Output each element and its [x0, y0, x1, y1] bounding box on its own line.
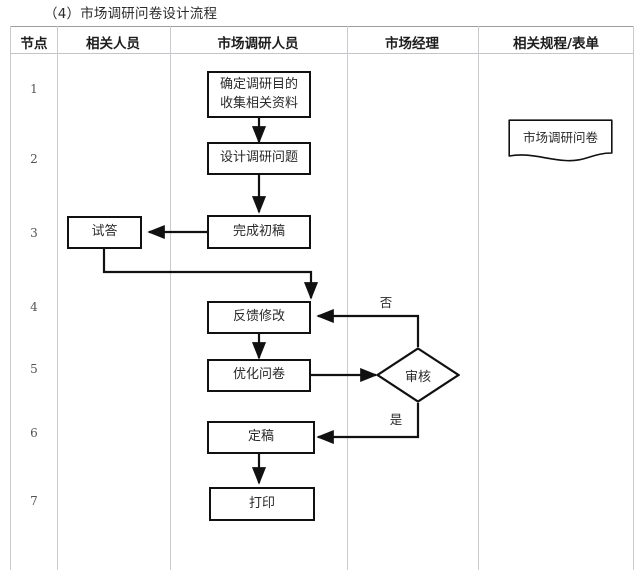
- process-box-design-questions[interactable]: 设计调研问题: [207, 142, 311, 175]
- process-box-define-objective[interactable]: 确定调研目的 收集相关资料: [207, 71, 311, 118]
- node-number-3: 3: [30, 226, 38, 240]
- process-text: 定稿: [247, 429, 274, 445]
- process-box-feedback-revise[interactable]: 反馈修改: [207, 301, 311, 334]
- page-title: （4）市场调研问卷设计流程: [44, 6, 218, 22]
- grid-line-4: [478, 26, 479, 570]
- column-header-docs: 相关规程/表单: [513, 36, 599, 52]
- process-text-line-1: 确定调研目的: [219, 76, 298, 92]
- process-box-trial-answer[interactable]: 试答: [67, 216, 142, 249]
- table-top-border: [10, 26, 634, 27]
- column-header-node: 节点: [20, 36, 48, 52]
- grid-line-3: [347, 26, 348, 570]
- branch-label-yes: 是: [389, 412, 403, 427]
- process-box-print[interactable]: 打印: [209, 487, 315, 521]
- process-box-complete-draft[interactable]: 完成初稿: [207, 215, 311, 249]
- branch-label-no: 否: [379, 295, 393, 310]
- node-number-6: 6: [30, 426, 38, 440]
- node-number-1: 1: [30, 82, 38, 96]
- process-text-line-2: 收集相关资料: [219, 95, 298, 111]
- process-box-optimize-questionnaire[interactable]: 优化问卷: [207, 359, 311, 392]
- process-box-finalize[interactable]: 定稿: [207, 421, 315, 454]
- process-text: 完成初稿: [232, 223, 285, 239]
- node-number-4: 4: [30, 300, 38, 314]
- process-text: 试答: [91, 224, 118, 240]
- node-number-2: 2: [30, 152, 38, 166]
- node-number-5: 5: [30, 362, 38, 376]
- process-text: 反馈修改: [232, 309, 285, 325]
- document-shape-questionnaire[interactable]: 市场调研问卷: [508, 119, 613, 163]
- grid-line-left: [10, 26, 11, 570]
- node-number-7: 7: [30, 494, 38, 508]
- decision-diamond-review[interactable]: 审核: [376, 347, 460, 403]
- process-text: 优化问卷: [232, 367, 285, 383]
- column-header-surveyor: 市场调研人员: [217, 36, 299, 52]
- header-bottom-border: [10, 53, 634, 54]
- grid-line-2: [170, 26, 171, 570]
- grid-line-right: [633, 26, 634, 570]
- column-header-staff: 相关人员: [86, 36, 140, 52]
- process-text: 打印: [248, 495, 275, 511]
- column-header-manager: 市场经理: [385, 36, 439, 52]
- process-text: 设计调研问题: [219, 150, 298, 166]
- grid-line-1: [57, 26, 58, 570]
